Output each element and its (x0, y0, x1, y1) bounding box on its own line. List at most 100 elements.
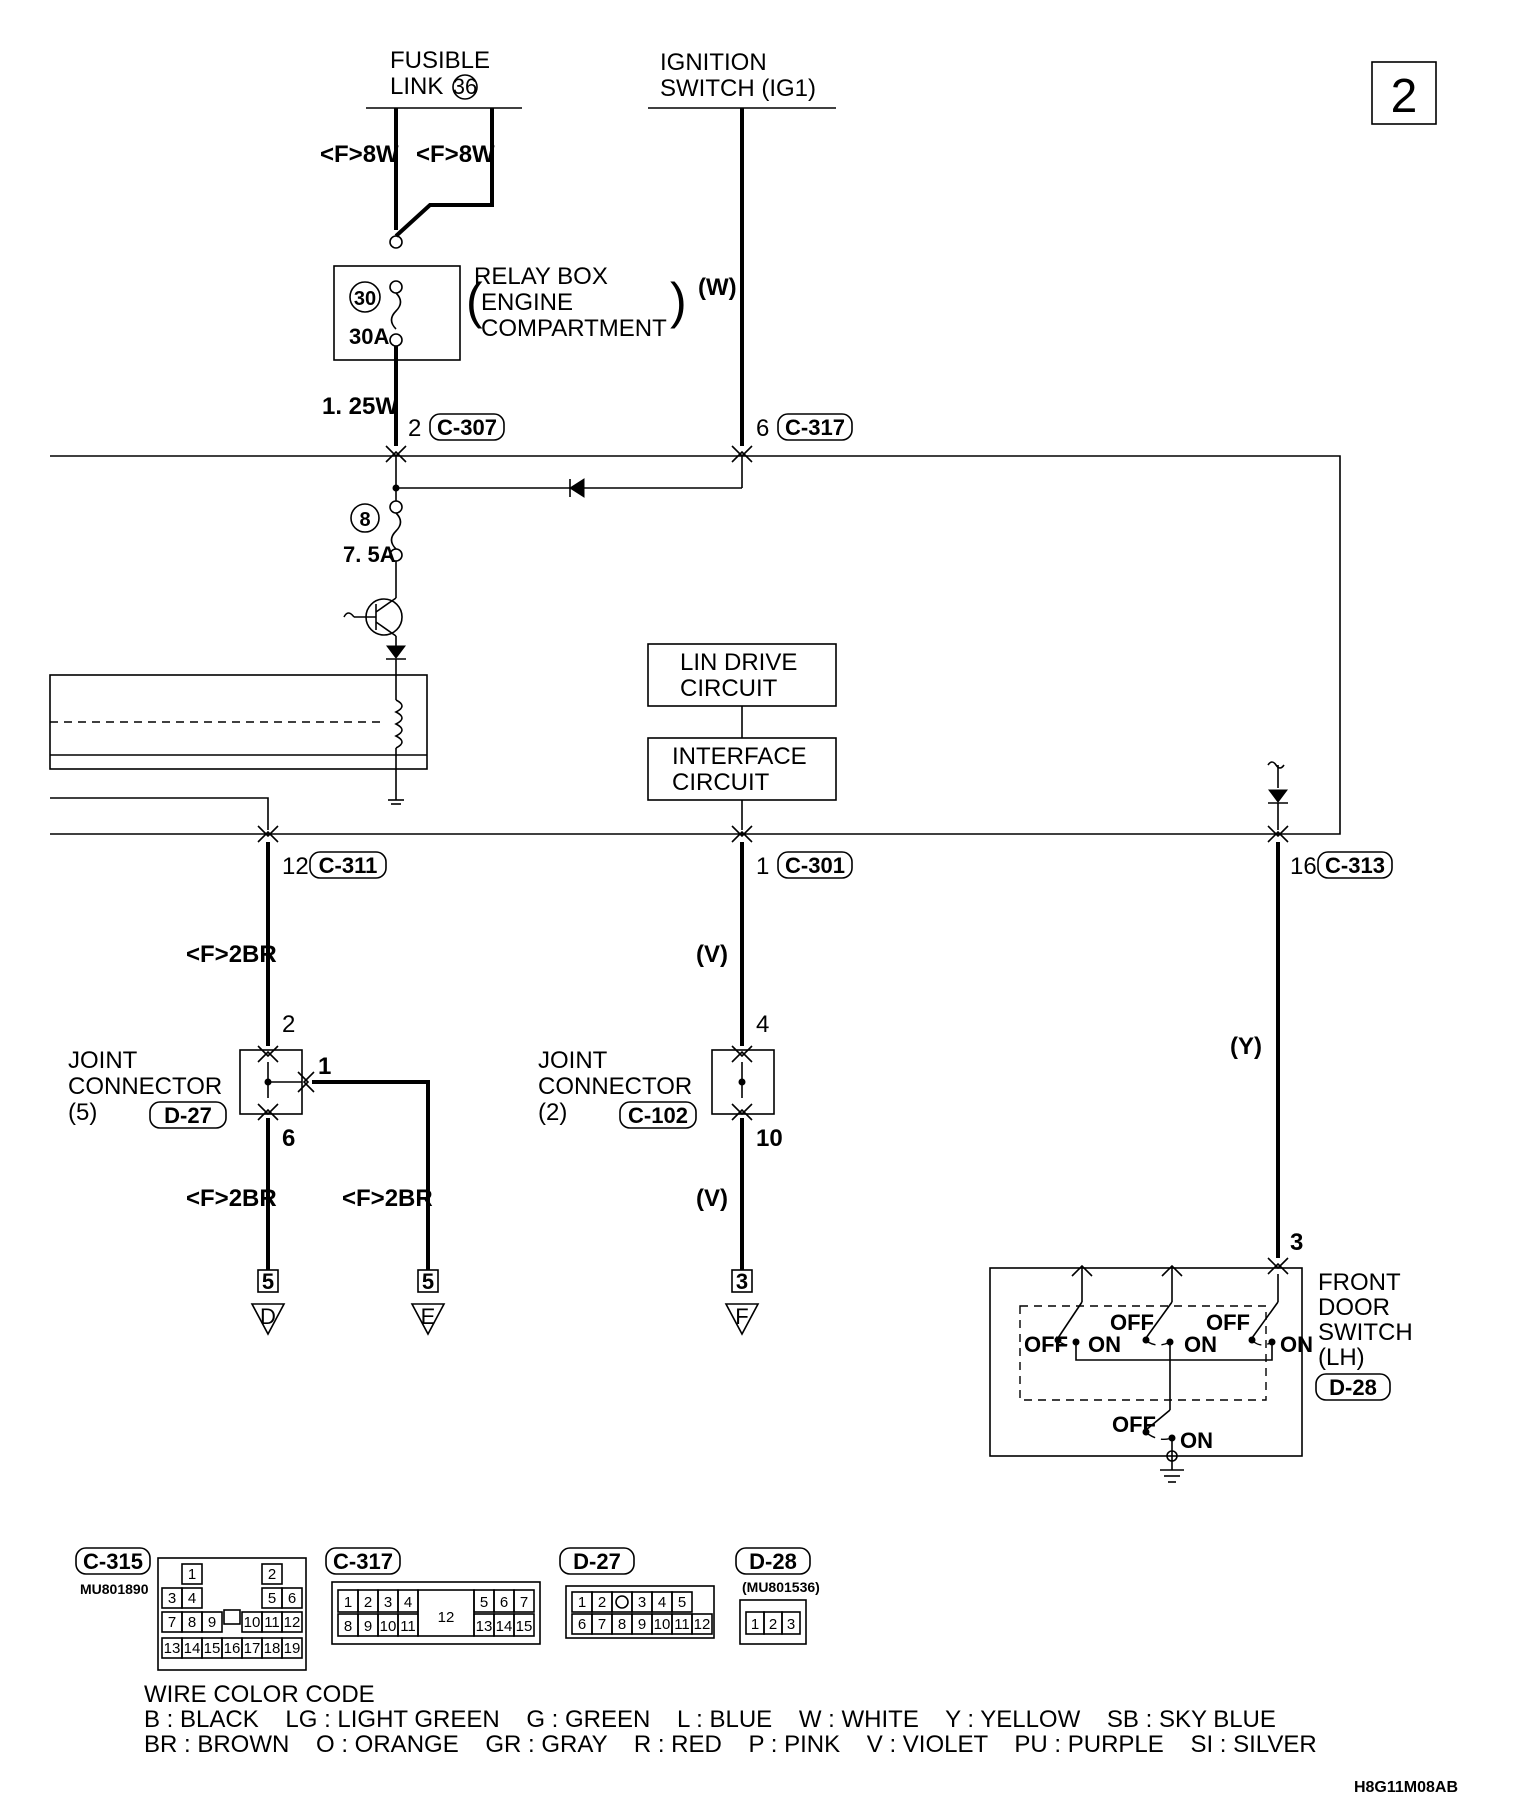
connector-pin (671, 1591, 693, 1613)
joint-connector-5: 2 1 6 JOINT CONNECTOR (5) D-27 <F>2BR <F… (68, 1011, 433, 1270)
connector-pin-label: 7 (168, 1614, 176, 1631)
svg-text:C-102: C-102 (628, 1103, 688, 1128)
svg-text:CONNECTOR: CONNECTOR (538, 1073, 692, 1100)
offpage-connector-f: 3 F (724, 1269, 760, 1336)
connector-pin (181, 1563, 203, 1585)
connector-pin-label: 4 (188, 1590, 196, 1607)
svg-text:SWITCH: SWITCH (1318, 1319, 1413, 1346)
svg-text:C-317: C-317 (785, 415, 845, 440)
svg-text:36: 36 (453, 74, 477, 99)
connector-key (611, 1591, 633, 1613)
connector-pin-label: 2 (769, 1616, 777, 1633)
connector-pin-label: 12 (284, 1614, 301, 1631)
connector-pin (513, 1613, 535, 1637)
connector-pin-label: 11 (400, 1618, 416, 1635)
svg-text:16: 16 (1290, 853, 1317, 880)
svg-text:COMPARTMENT: COMPARTMENT (481, 315, 667, 342)
svg-text:D-28: D-28 (749, 1549, 797, 1574)
svg-text:ENGINE: ENGINE (481, 289, 573, 316)
connector-pin-label: 12 (694, 1616, 711, 1633)
connector-pin-label: 5 (480, 1594, 488, 1611)
svg-text:SWITCH (IG1): SWITCH (IG1) (660, 75, 816, 102)
svg-text:2: 2 (408, 415, 421, 442)
connector-pin-label: 16 (224, 1640, 241, 1657)
svg-text:5: 5 (262, 1269, 274, 1294)
figure-code: H8G11M08AB (1354, 1779, 1458, 1796)
connector-pin-label: 11 (674, 1616, 690, 1633)
connector-pin-label: 19 (284, 1640, 301, 1657)
svg-text:4: 4 (756, 1011, 769, 1038)
svg-text:30A: 30A (349, 324, 389, 349)
connector-pin-label: 14 (496, 1618, 513, 1635)
connector-pin-label: 5 (678, 1594, 686, 1611)
svg-text:5: 5 (422, 1269, 434, 1294)
connector-pin (781, 1611, 801, 1635)
svg-text:12: 12 (282, 853, 309, 880)
connector-pin-label: 13 (164, 1640, 181, 1657)
connector-pin (201, 1611, 223, 1633)
svg-text:ON: ON (1280, 1332, 1313, 1357)
connector-pin-label: 1 (751, 1616, 759, 1633)
connector-pin (261, 1563, 283, 1585)
svg-text:1: 1 (756, 853, 769, 880)
connector-pin-label: 3 (168, 1590, 176, 1607)
svg-text:C-307: C-307 (437, 415, 497, 440)
svg-text:ON: ON (1088, 1332, 1121, 1357)
connector-pin (513, 1589, 535, 1613)
connector-pin-label: 3 (787, 1616, 795, 1633)
svg-text:OFF: OFF (1112, 1412, 1156, 1437)
connector-pin-label: 8 (618, 1616, 626, 1633)
svg-text:E: E (421, 1304, 436, 1329)
connector-pin-label: 4 (404, 1594, 412, 1611)
svg-text:LIN DRIVE: LIN DRIVE (680, 649, 797, 676)
connector-pin-label: 6 (500, 1594, 508, 1611)
svg-text:INTERFACE: INTERFACE (672, 743, 807, 770)
svg-text:CIRCUIT: CIRCUIT (672, 769, 770, 796)
svg-text:<F>8W: <F>8W (416, 141, 495, 168)
connector-pin-label: 6 (578, 1616, 586, 1633)
svg-text:FUSIBLE: FUSIBLE (390, 47, 490, 74)
connector-pin-label: 10 (244, 1614, 261, 1631)
svg-text:D-27: D-27 (573, 1549, 621, 1574)
svg-text:3: 3 (1290, 1229, 1303, 1256)
svg-text:(5): (5) (68, 1099, 97, 1126)
svg-text:6: 6 (756, 415, 769, 442)
connector-pin (281, 1637, 303, 1659)
svg-text:30: 30 (354, 288, 376, 310)
svg-text:): ) (670, 273, 687, 329)
svg-text:C-315: C-315 (83, 1549, 143, 1574)
svg-text:(V): (V) (696, 1185, 728, 1212)
connector-pin-label: 2 (268, 1566, 276, 1583)
svg-text:LINK: LINK (390, 73, 443, 100)
page-number: 2 (1391, 70, 1418, 123)
connector-pin-label: 3 (638, 1594, 646, 1611)
ignition-switch: IGNITION SWITCH (IG1) (W) (648, 49, 836, 446)
connector-pin-label: 9 (364, 1618, 372, 1635)
connector-pin-label: 2 (364, 1594, 372, 1611)
connector-pin-label: 2 (598, 1594, 606, 1611)
svg-text:<F>2BR: <F>2BR (342, 1185, 433, 1212)
svg-text:BR : BROWN O : ORANGE GR: BR : BROWN O : ORANGE GR : GRAY R : RED … (144, 1731, 1317, 1758)
connector-pin-label: 1 (578, 1594, 586, 1611)
connector-pin-label: 12 (438, 1609, 455, 1626)
connector-pin-label: 9 (638, 1616, 646, 1633)
connector-pin-label: 1 (188, 1566, 196, 1583)
svg-text:(: ( (466, 273, 483, 329)
svg-text:8: 8 (359, 509, 370, 531)
connector-pin-label: 13 (476, 1618, 493, 1635)
joint-connector-2: 4 10 JOINT CONNECTOR (2) C-102 (V) (538, 1011, 783, 1270)
etacs-internal-circuit: 8 7. 5A LIN DRIVE CIRCUIT INTERFACE CIRC… (49, 456, 1288, 830)
svg-text:7. 5A: 7. 5A (343, 542, 396, 567)
connector-c301: 1 C-301 (731, 825, 853, 880)
connector-key-mark (615, 1595, 629, 1609)
svg-text:D: D (260, 1304, 276, 1329)
svg-text:JOINT: JOINT (538, 1047, 608, 1074)
svg-text:DOOR: DOOR (1318, 1294, 1390, 1321)
svg-text:F: F (735, 1304, 748, 1329)
svg-text:ON: ON (1184, 1332, 1217, 1357)
svg-text:D-27: D-27 (164, 1103, 212, 1128)
svg-text:(W): (W) (698, 274, 737, 301)
connector-pin (281, 1611, 303, 1633)
